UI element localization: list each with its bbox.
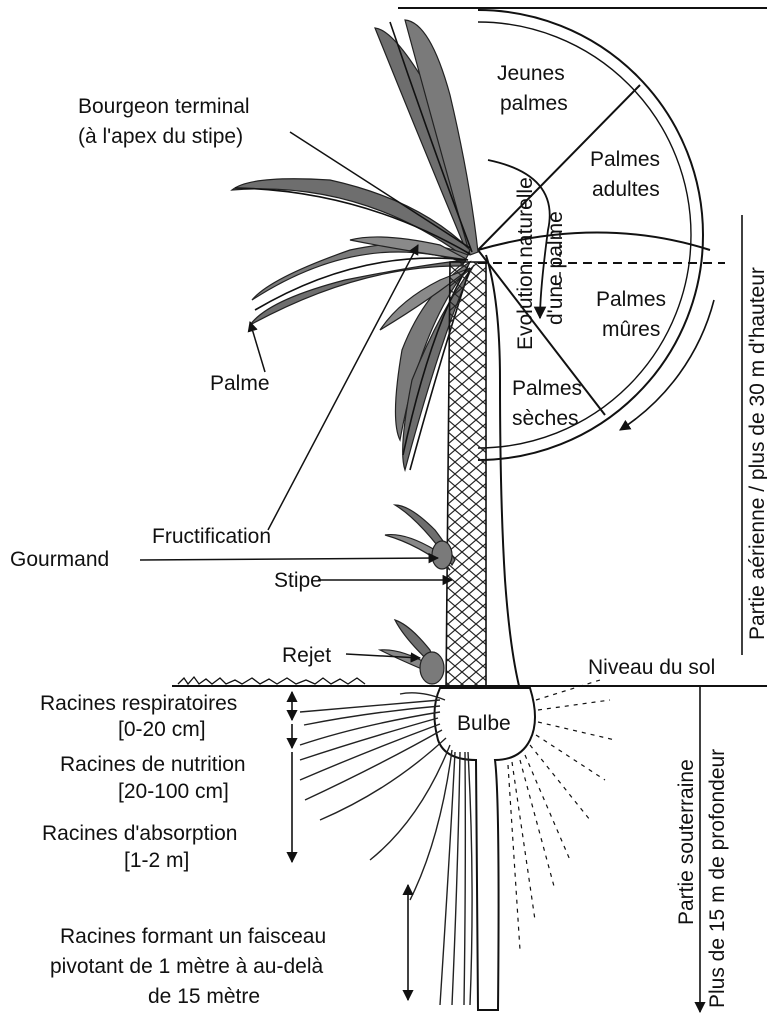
bourgeon-label-1: Bourgeon terminal <box>78 95 250 118</box>
gourmand-offshoot <box>385 505 455 570</box>
palmes-adultes-label-1: Palmes <box>590 148 660 171</box>
palmes-mures-label-2: mûres <box>602 318 660 341</box>
rejet-label: Rejet <box>282 644 331 667</box>
bourgeon-label-2: (à l'apex du stipe) <box>78 125 243 148</box>
stipe-label: Stipe <box>274 569 322 592</box>
partie-aerienne-label: Partie aérienne / plus de 30 m d'hauteur <box>746 267 767 640</box>
racines-respiratoires-label-1: Racines respiratoires <box>40 692 237 715</box>
niveau-sol-label: Niveau du sol <box>588 656 715 679</box>
racines-nutrition-label-1: Racines de nutrition <box>60 753 246 776</box>
evolution-label-1: Evolution naturelle <box>514 177 537 350</box>
profondeur-label: Plus de 15 m de profondeur <box>706 749 729 1008</box>
rejet-offshoot <box>380 620 444 684</box>
racines-respiratoires-label-2: [0-20 cm] <box>118 718 206 741</box>
racines-absorption-label-1: Racines d'absorption <box>42 822 237 845</box>
fructification-label: Fructification <box>152 525 271 548</box>
palmes-seches-label-2: sèches <box>512 407 579 430</box>
palmes-seches-label-1: Palmes <box>512 377 582 400</box>
palm-crown <box>232 20 478 470</box>
palm-trunk <box>446 255 520 690</box>
partie-souterraine-label: Partie souterraine <box>675 759 698 925</box>
jeunes-palmes-label-1: Jeunes <box>497 62 565 85</box>
racines-absorption-label-2: [1-2 m] <box>124 849 189 872</box>
evolution-label-2: d'une palme <box>544 211 567 325</box>
racines-faisceau-label-1: Racines formant un faisceau <box>60 925 326 948</box>
root-depth-scale <box>292 692 408 1000</box>
gourmand-label: Gourmand <box>10 548 109 571</box>
palmes-mures-label-1: Palmes <box>596 288 666 311</box>
racines-faisceau-label-3: de 15 mètre <box>148 985 260 1008</box>
palme-label: Palme <box>210 372 270 395</box>
jeunes-palmes-label-2: palmes <box>500 92 568 115</box>
palmes-adultes-label-2: adultes <box>592 178 660 201</box>
grass <box>178 677 365 684</box>
racines-nutrition-label-2: [20-100 cm] <box>118 780 229 803</box>
racines-faisceau-label-2: pivotant de 1 mètre à au-delà <box>50 955 323 978</box>
bulbe-label: Bulbe <box>457 712 511 735</box>
